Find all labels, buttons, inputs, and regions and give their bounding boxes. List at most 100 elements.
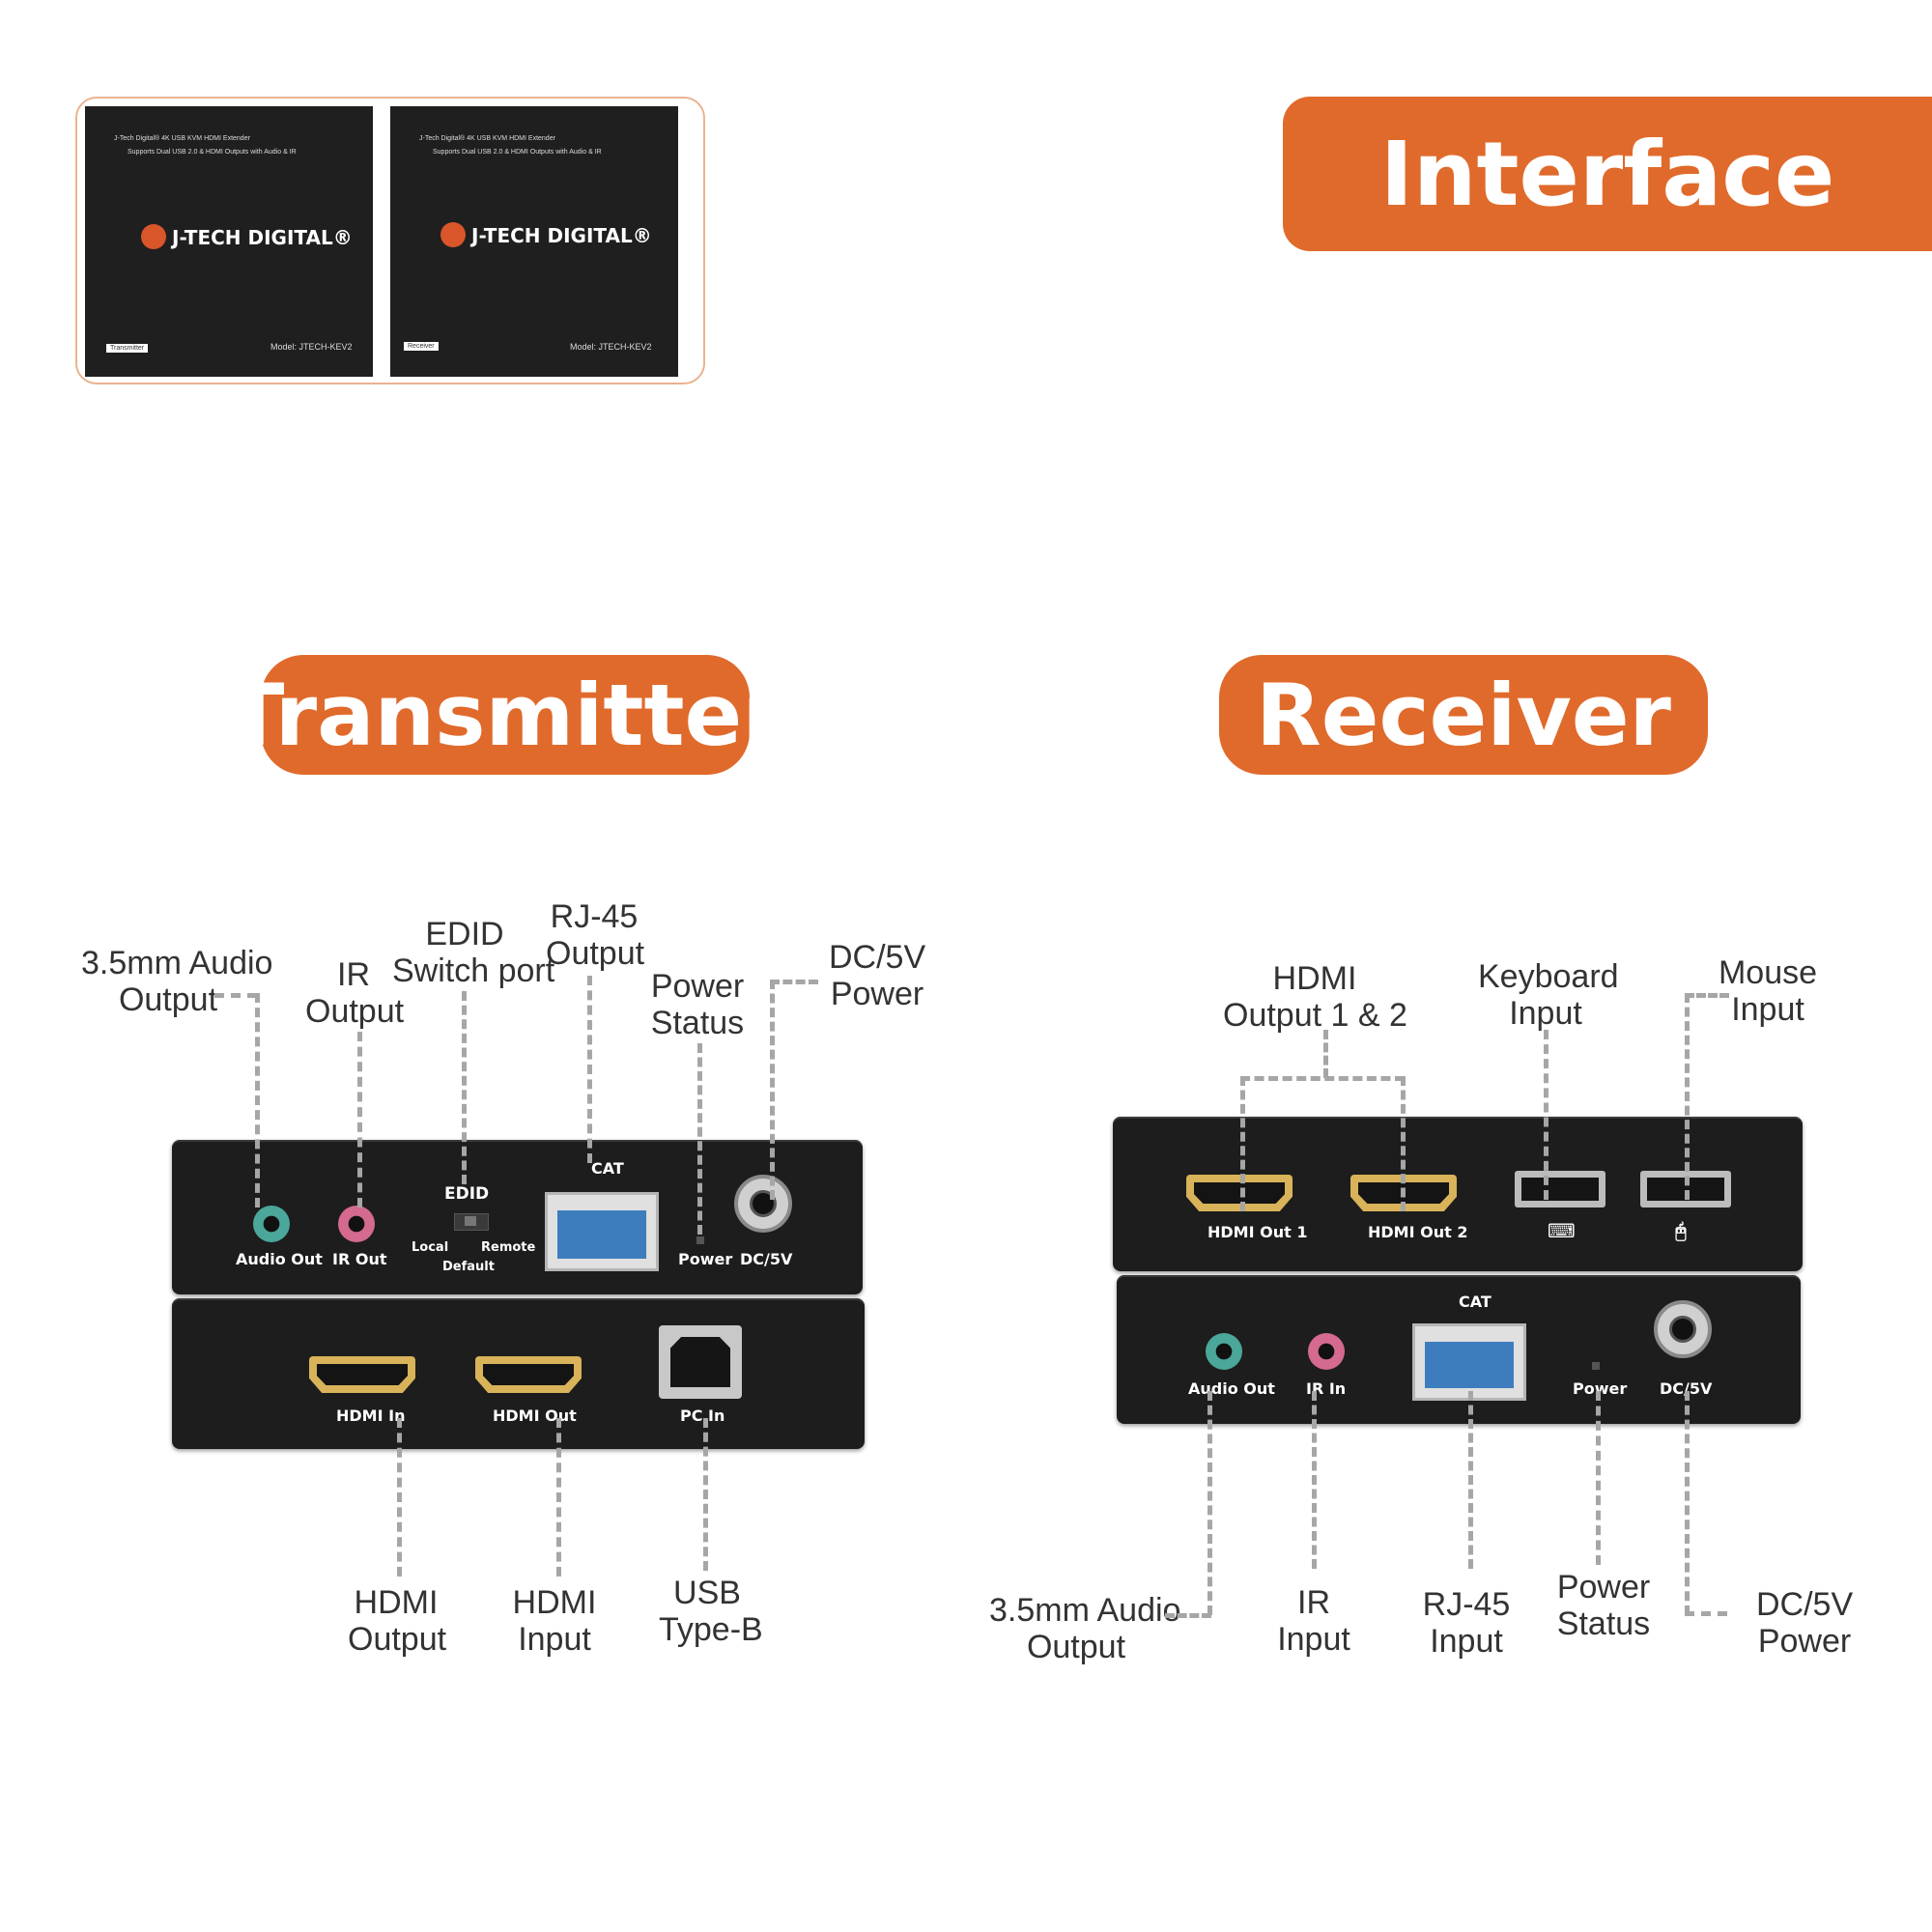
leader-line (1685, 993, 1690, 1200)
leader-line (1685, 1611, 1727, 1616)
transmitter-device-top: J-Tech Digital® 4K USB KVM HDMI Extender… (85, 106, 373, 377)
dc-label: DC/5V (1660, 1379, 1713, 1398)
audio-out-label: Audio Out (236, 1250, 323, 1268)
hdmi-out-port[interactable] (475, 1356, 582, 1393)
brand-logo-icon (141, 224, 166, 249)
keyboard-usb-port[interactable] (1515, 1171, 1605, 1208)
leader-line (1596, 1391, 1601, 1565)
mouse-icon: 🖰 (1675, 1219, 1687, 1242)
dc-power-jack[interactable] (734, 1175, 792, 1233)
power-label: Power (678, 1250, 733, 1268)
leader-line (703, 1418, 708, 1571)
edid-switch[interactable] (454, 1213, 489, 1231)
leader-line (397, 1418, 402, 1577)
device-model: Model: JTECH-KEV2 (570, 342, 652, 352)
transmitter-title-pill: Transmitter (226, 655, 784, 775)
ir-out-label: IR Out (332, 1250, 387, 1268)
device-photo-frame (75, 97, 705, 384)
device-tag: Transmitter (106, 344, 149, 353)
device-line1: J-Tech Digital® 4K USB KVM HDMI Extender (419, 135, 555, 142)
device-line2: Supports Dual USB 2.0 & HDMI Outputs wit… (433, 149, 602, 156)
audio-out-jack[interactable] (1206, 1333, 1242, 1370)
receiver-top-panel: HDMI Out 1 HDMI Out 2 ⌨ 🖰 (1113, 1117, 1803, 1271)
receiver-title: Receiver (1256, 665, 1671, 765)
keyboard-icon: ⌨ (1548, 1219, 1576, 1242)
hdmi-out2-label: HDMI Out 2 (1368, 1223, 1468, 1241)
brand-logo-text: J-TECH DIGITAL® (471, 224, 652, 247)
receiver-device-top: J-Tech Digital® 4K USB KVM HDMI Extender… (390, 106, 678, 377)
receiver-bottom-panel: Audio Out IR In CAT Power DC/5V (1117, 1275, 1801, 1424)
leader-line (1165, 1613, 1211, 1618)
leader-line (1240, 1076, 1405, 1081)
pc-in-label: PC In (680, 1406, 725, 1425)
brand-logo-icon (440, 222, 466, 247)
edid-label: EDID (444, 1184, 490, 1204)
edid-local-label: Local (412, 1240, 449, 1255)
leader-line (1685, 1391, 1690, 1615)
leader-line (357, 1032, 362, 1208)
power-led (1592, 1362, 1600, 1370)
leader-line (770, 980, 818, 984)
hdmi-in-label: HDMI In (336, 1406, 406, 1425)
cat-label: CAT (591, 1159, 624, 1178)
leader-line (587, 976, 592, 1163)
hdmi-out1-label: HDMI Out 1 (1208, 1223, 1308, 1241)
leader-line (697, 1043, 702, 1235)
power-label: Power (1573, 1379, 1628, 1398)
leader-line (462, 991, 467, 1184)
leader-line (1208, 1391, 1212, 1615)
rj45-output-port[interactable] (545, 1192, 659, 1271)
ir-in-jack[interactable] (1308, 1333, 1345, 1370)
hdmi-in-port[interactable] (309, 1356, 415, 1393)
power-led (696, 1236, 704, 1244)
receiver-title-pill: Receiver (1219, 655, 1708, 775)
rj45-input-port[interactable] (1412, 1323, 1526, 1401)
device-line2: Supports Dual USB 2.0 & HDMI Outputs wit… (128, 149, 297, 156)
leader-line (1544, 1030, 1548, 1200)
hdmi-out-label: HDMI Out (493, 1406, 577, 1425)
leader-line (556, 1418, 561, 1577)
hdmi-out1-port[interactable] (1186, 1175, 1293, 1211)
ir-out-jack[interactable] (338, 1206, 375, 1242)
interface-banner: Interface (1283, 97, 1932, 251)
usb-b-port[interactable] (659, 1325, 742, 1399)
transmitter-title: Transmitter (226, 665, 784, 765)
transmitter-top-panel: EDID Local Remote Default Audio Out IR O… (172, 1140, 863, 1294)
leader-line (1312, 1391, 1317, 1569)
leader-line (214, 993, 257, 998)
leader-line (770, 980, 775, 1200)
brand-logo-text: J-TECH DIGITAL® (172, 226, 353, 249)
leader-line (1685, 993, 1729, 998)
audio-out-jack[interactable] (253, 1206, 290, 1242)
leader-line (1401, 1076, 1406, 1211)
leader-line (1240, 1076, 1245, 1211)
cat-label: CAT (1459, 1293, 1492, 1311)
device-line1: J-Tech Digital® 4K USB KVM HDMI Extender (114, 135, 250, 142)
device-model: Model: JTECH-KEV2 (270, 342, 353, 352)
device-tag: Receiver (404, 342, 439, 351)
dc-power-jack[interactable] (1654, 1300, 1712, 1358)
leader-line (255, 993, 260, 1208)
dc-label: DC/5V (740, 1250, 793, 1268)
audio-out-label: Audio Out (1188, 1379, 1275, 1398)
edid-remote-label: Remote (481, 1240, 536, 1255)
leader-line (1468, 1391, 1473, 1569)
edid-default-label: Default (442, 1260, 495, 1274)
